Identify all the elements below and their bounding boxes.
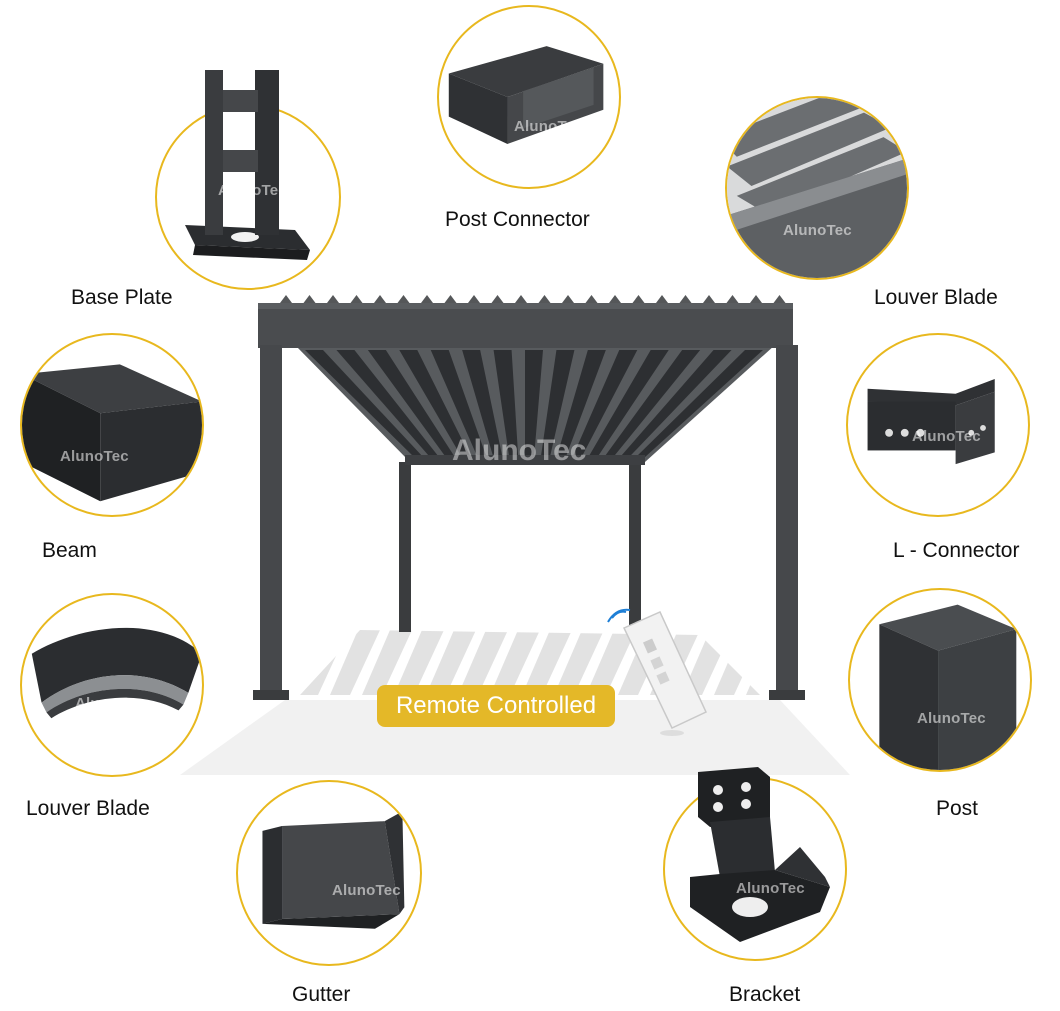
roof-fin <box>468 295 480 303</box>
roof-fin <box>397 295 410 303</box>
floor-shadow-gap <box>510 630 550 695</box>
roof-fin <box>374 295 386 303</box>
beam-circle <box>20 333 204 517</box>
floor-shadow-gap <box>478 630 518 695</box>
l-connector-circle <box>846 333 1030 517</box>
louver-blade-top-circle <box>725 96 909 280</box>
roof-fin <box>538 295 551 303</box>
louver-slat <box>587 350 669 458</box>
roof-fin <box>444 295 457 303</box>
louver-slat <box>540 350 575 458</box>
louver-blade-left-label: Louver Blade <box>26 797 150 820</box>
bracket-label: Bracket <box>729 983 801 1006</box>
louver-slat <box>305 350 424 458</box>
louver-blade-left-circle <box>20 593 204 777</box>
roof-fin <box>515 295 527 303</box>
gutter-label: Gutter <box>292 983 351 1006</box>
base-plate-label: Base Plate <box>71 286 173 309</box>
roof-fin <box>562 295 574 303</box>
base-plate-circle <box>155 104 341 290</box>
floor-shadow-gap <box>574 630 614 695</box>
louver-slat <box>430 350 487 458</box>
beam-label: Beam <box>42 539 97 562</box>
post-connector-label: Post Connector <box>445 208 590 231</box>
louver-slat <box>619 350 732 458</box>
louver-blade-top-label: Louver Blade <box>874 286 998 309</box>
remote-control-icon <box>607 608 707 736</box>
roof-fin <box>679 295 692 303</box>
louver-slat <box>572 350 638 458</box>
roof-fin <box>327 295 339 303</box>
floor-shadow-gap <box>350 630 390 695</box>
roof-fin <box>632 295 645 303</box>
louver-slat <box>399 350 472 458</box>
roof-fin <box>773 295 786 303</box>
l-connector-label: L - Connector <box>893 539 1020 562</box>
roof-fin <box>703 295 715 303</box>
center-watermark: AlunoTec <box>452 434 587 467</box>
roof-fin <box>750 295 762 303</box>
louver-slat <box>603 350 701 458</box>
base-plate-icon <box>185 70 310 260</box>
floor-shadow-gap <box>446 630 486 695</box>
bracket-icon <box>690 767 830 942</box>
roof-fin <box>491 295 504 303</box>
louver-slat <box>462 350 503 458</box>
gutter-circle <box>236 780 422 966</box>
floor-shadow-gap <box>318 630 358 695</box>
louver-slat <box>367 350 456 458</box>
post-label: Post <box>936 797 979 820</box>
louver-slat <box>525 350 543 458</box>
louver-slat <box>336 350 440 458</box>
floor-shadow-gap <box>542 630 582 695</box>
floor-shadow-gap <box>734 630 774 695</box>
roof-fin <box>303 295 316 303</box>
roof-fin <box>585 295 598 303</box>
floor-shadow-gap <box>382 630 422 695</box>
post-connector-circle <box>437 5 621 189</box>
floor-shadow-gap <box>702 630 742 695</box>
louver-slat <box>635 350 763 458</box>
roof-fin <box>421 295 433 303</box>
louver-slat <box>493 350 519 458</box>
roof-fin <box>350 295 363 303</box>
roof-fin <box>656 295 668 303</box>
louver-slat <box>556 350 606 458</box>
floor-shadow-gap <box>414 630 454 695</box>
post-circle <box>848 588 1032 772</box>
roof-fin <box>609 295 621 303</box>
roof-fin <box>726 295 739 303</box>
roof-fin <box>280 295 292 303</box>
remote-controlled-badge: Remote Controlled <box>377 685 615 727</box>
